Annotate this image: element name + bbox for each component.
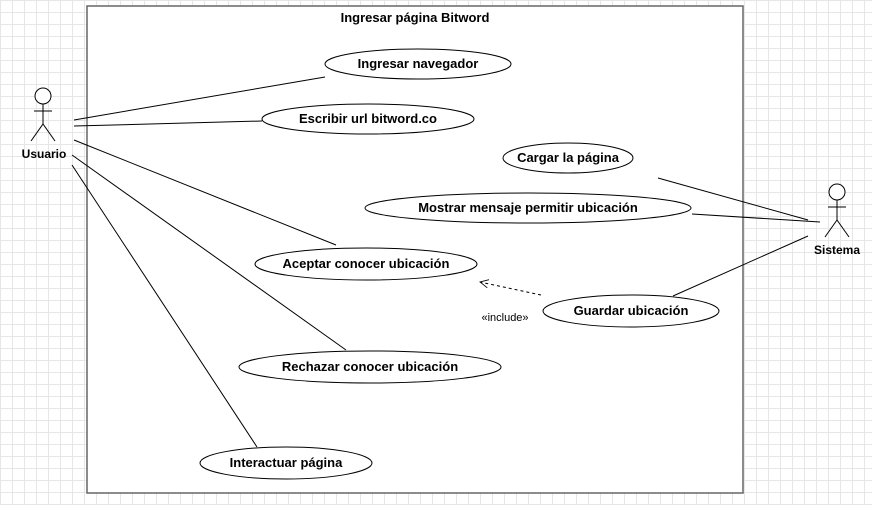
assoc-usuario-rechazar-ubicacion[interactable] <box>71 154 347 351</box>
use-case-label: Aceptar conocer ubicación <box>283 256 450 271</box>
use-case-label: Cargar la página <box>517 150 620 165</box>
actor-leg-left <box>30 123 44 142</box>
use-case-label: Escribir url bitword.co <box>299 111 437 126</box>
use-case-label: Interactuar página <box>230 455 343 470</box>
include-arrow[interactable] <box>480 282 542 296</box>
assoc-usuario-interactuar-pagina[interactable] <box>71 164 258 448</box>
sistema-associations <box>657 177 821 297</box>
use-case-guardar-ubicacion[interactable]: Guardar ubicación <box>542 294 720 328</box>
system-title: Ingresar página Bitword <box>341 10 490 25</box>
use-case-label: Mostrar mensaje permitir ubicación <box>418 200 638 215</box>
use-case-label: Ingresar navegador <box>358 56 479 71</box>
use-case-rechazar-ubicacion[interactable]: Rechazar conocer ubicación <box>238 350 502 384</box>
use-case-mostrar-mensaje[interactable]: Mostrar mensaje permitir ubicación <box>364 192 692 224</box>
actor-leg-right <box>42 123 56 142</box>
use-case-cargar-pagina[interactable]: Cargar la página <box>502 142 634 174</box>
assoc-sistema-guardar-ubicacion[interactable] <box>672 235 809 297</box>
actor-head <box>34 87 52 105</box>
assoc-usuario-escribir-url[interactable] <box>73 120 263 127</box>
assoc-usuario-ingresar-navegador[interactable] <box>73 76 326 121</box>
use-case-label: Rechazar conocer ubicación <box>282 359 458 374</box>
use-case-label: Guardar ubicación <box>574 303 689 318</box>
use-case-aceptar-ubicacion[interactable]: Aceptar conocer ubicación <box>254 247 478 281</box>
include-label: «include» <box>481 312 528 324</box>
use-case-interactuar-pagina[interactable]: Interactuar página <box>199 446 373 480</box>
actor-label-sistema: Sistema <box>814 243 860 257</box>
assoc-usuario-aceptar-ubicacion[interactable] <box>73 139 337 246</box>
actor-leg-left <box>824 219 838 238</box>
actor-label-usuario: Usuario <box>22 147 67 161</box>
usuario-associations <box>71 76 347 448</box>
actor-sistema[interactable] <box>824 183 850 238</box>
actor-usuario[interactable] <box>30 87 56 142</box>
use-case-escribir-url[interactable]: Escribir url bitword.co <box>261 103 475 135</box>
actor-leg-right <box>836 219 850 238</box>
actor-head <box>828 183 846 201</box>
assoc-sistema-cargar-pagina[interactable] <box>657 177 809 221</box>
assoc-sistema-mostrar-mensaje[interactable] <box>691 213 821 223</box>
use-case-ingresar-navegador[interactable]: Ingresar navegador <box>324 48 512 80</box>
